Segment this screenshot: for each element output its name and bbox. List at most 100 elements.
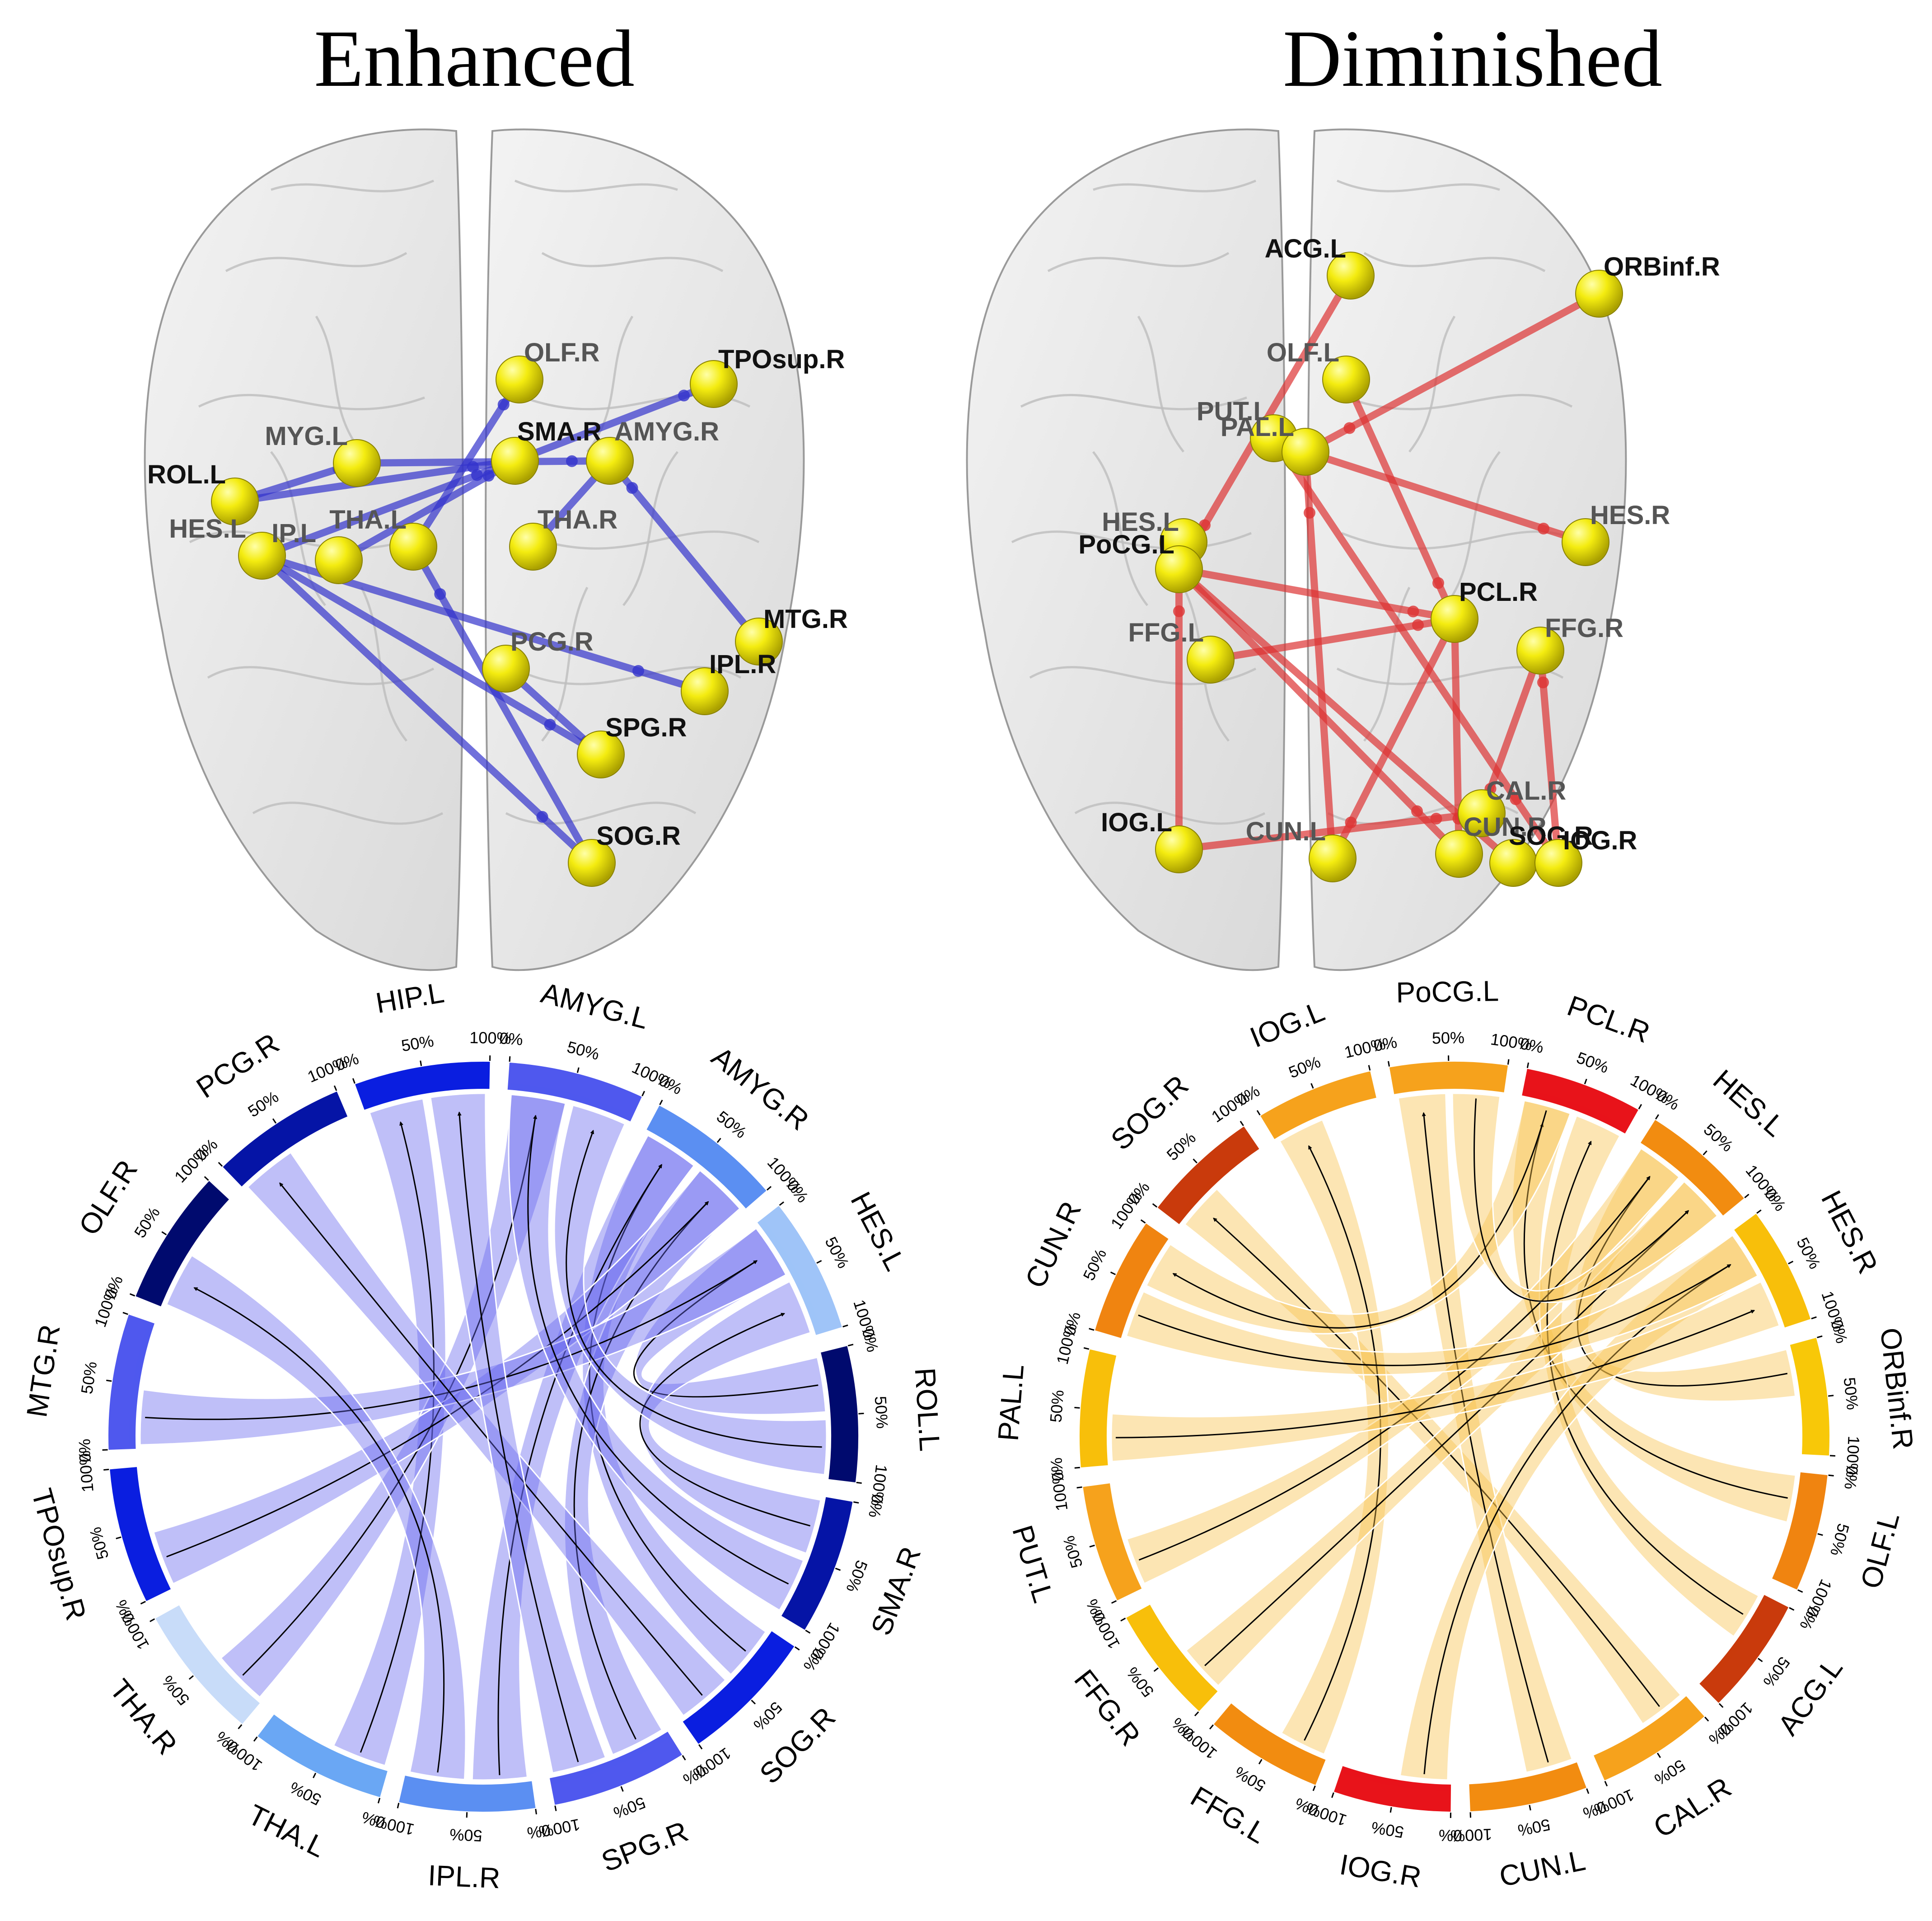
chord-ribbon: [139, 1227, 787, 1446]
sector-inner-ring: [131, 1470, 169, 1589]
axis-tick: [1153, 1667, 1159, 1672]
node-label: FFG.L: [1128, 618, 1204, 647]
tick-label: 50%: [400, 1031, 435, 1055]
axis-tick: [1111, 1600, 1117, 1604]
tick-label: 100%: [1450, 1825, 1492, 1846]
tick-label: 50%: [1231, 1763, 1269, 1795]
axis-tick: [1140, 1219, 1146, 1224]
sector-inner-ring: [1736, 1228, 1790, 1325]
brain-node: [568, 839, 616, 887]
chord-ribbon: [332, 1098, 447, 1767]
sector-inner-ring: [760, 1221, 821, 1332]
node-label: IOG.L: [1101, 808, 1172, 837]
tick-label: 100%: [305, 1053, 351, 1086]
tick-label: 100%: [469, 1028, 511, 1048]
chord-sector: [1699, 1595, 1789, 1703]
tick-label: 50%: [1700, 1120, 1737, 1155]
sector-inner-ring: [1100, 1357, 1115, 1463]
chord-arrow: [1546, 1140, 1744, 1615]
sector-inner-ring: [1229, 1706, 1323, 1765]
edge-arrowhead: [482, 470, 495, 482]
sector-label: TPOsup.R: [25, 1485, 93, 1624]
chord-arrow: [145, 1260, 758, 1420]
tick-label: 50%: [565, 1037, 601, 1064]
brain-node: [586, 437, 634, 485]
tick-label: 0%: [859, 1326, 882, 1354]
sector-label: THA.L: [243, 1798, 331, 1864]
brain-node: [1534, 839, 1582, 887]
sector-label: HES.L: [844, 1186, 912, 1275]
sector-inner-ring: [407, 1777, 530, 1791]
brain-node: [1431, 595, 1478, 643]
sector-inner-ring: [1396, 1082, 1502, 1093]
sector-inner-ring: [1472, 1764, 1576, 1790]
node-label: THA.L: [329, 505, 407, 534]
axis-tick: [698, 1744, 703, 1750]
node-label: IPL.R: [709, 650, 776, 679]
sector-label: IOG.L: [1245, 995, 1329, 1054]
tick-label: 50%: [1286, 1052, 1323, 1082]
axis-tick: [805, 1630, 811, 1634]
chord-arrow: [1523, 1123, 1788, 1499]
edge-arrowhead: [1343, 422, 1356, 434]
sector-label: SMA.R: [865, 1542, 927, 1640]
tick-label: 0%: [1827, 1318, 1851, 1345]
axis-tick: [1788, 1260, 1794, 1265]
connection-edge: [410, 543, 595, 867]
chord-sector: [1214, 1703, 1326, 1785]
connection-edge: [258, 552, 604, 758]
chord-ribbon: [640, 1280, 822, 1555]
sector-inner-ring: [365, 1082, 487, 1108]
tick-label: 50%: [158, 1672, 193, 1709]
brain-node: [577, 731, 625, 778]
axis-tick: [238, 1724, 243, 1729]
brain-node: [1187, 636, 1235, 684]
sector-inner-ring: [1597, 1699, 1689, 1760]
chord-arrow: [457, 1111, 579, 1762]
sector-label: MTG.R: [20, 1322, 66, 1420]
axis-tick: [858, 1412, 864, 1415]
tick-label: 100%: [1843, 1435, 1863, 1478]
axis-tick: [641, 1091, 646, 1096]
axis-tick: [253, 1736, 258, 1742]
axis-tick: [535, 1809, 537, 1814]
sector-label: CUN.R: [1019, 1196, 1087, 1293]
axis-tick: [1194, 1711, 1199, 1716]
tick-label: 50%: [1840, 1377, 1862, 1411]
axis-tick: [1074, 1467, 1080, 1469]
tick-label: 50%: [1079, 1246, 1110, 1284]
brain-node: [1435, 830, 1483, 878]
chord-ribbon: [1278, 1119, 1390, 1756]
chord-sector: [1260, 1071, 1376, 1139]
chord-arrow: [633, 1260, 819, 1398]
node-label: IP.L: [271, 519, 316, 548]
axis-tick: [1258, 1759, 1263, 1765]
chord-arrow: [1138, 1264, 1731, 1366]
tick-label: 50%: [1432, 1028, 1465, 1047]
edge-arrowhead: [678, 389, 690, 402]
node-label: OLF.L: [1267, 338, 1339, 367]
sector-inner-ring: [510, 1083, 631, 1120]
node-label: PAL.L: [1221, 412, 1294, 442]
edge-arrowhead: [1412, 619, 1424, 631]
right-hemisphere: [485, 128, 805, 971]
chord-arrow: [1423, 1264, 1731, 1775]
axis-tick: [1083, 1347, 1090, 1350]
chord-ribbon: [1126, 1147, 1680, 1585]
chord-arrow: [1138, 1176, 1651, 1561]
brain-node: [1575, 270, 1623, 318]
axis-tick: [1656, 1752, 1661, 1758]
tick-label: 50%: [131, 1204, 164, 1241]
tick-label: 50%: [1759, 1654, 1794, 1691]
node-label: ROL.L: [147, 460, 226, 489]
diminished-title: Diminished: [1283, 14, 1662, 103]
chord-ribbon: [553, 1104, 828, 1476]
axis-tick: [352, 1078, 356, 1084]
axis-tick: [554, 1805, 557, 1811]
sector-inner-ring: [1274, 1092, 1373, 1137]
chord-arrow: [573, 1201, 709, 1740]
enhanced-title: Enhanced: [314, 14, 635, 103]
tick-label: 100%: [1343, 1034, 1387, 1062]
